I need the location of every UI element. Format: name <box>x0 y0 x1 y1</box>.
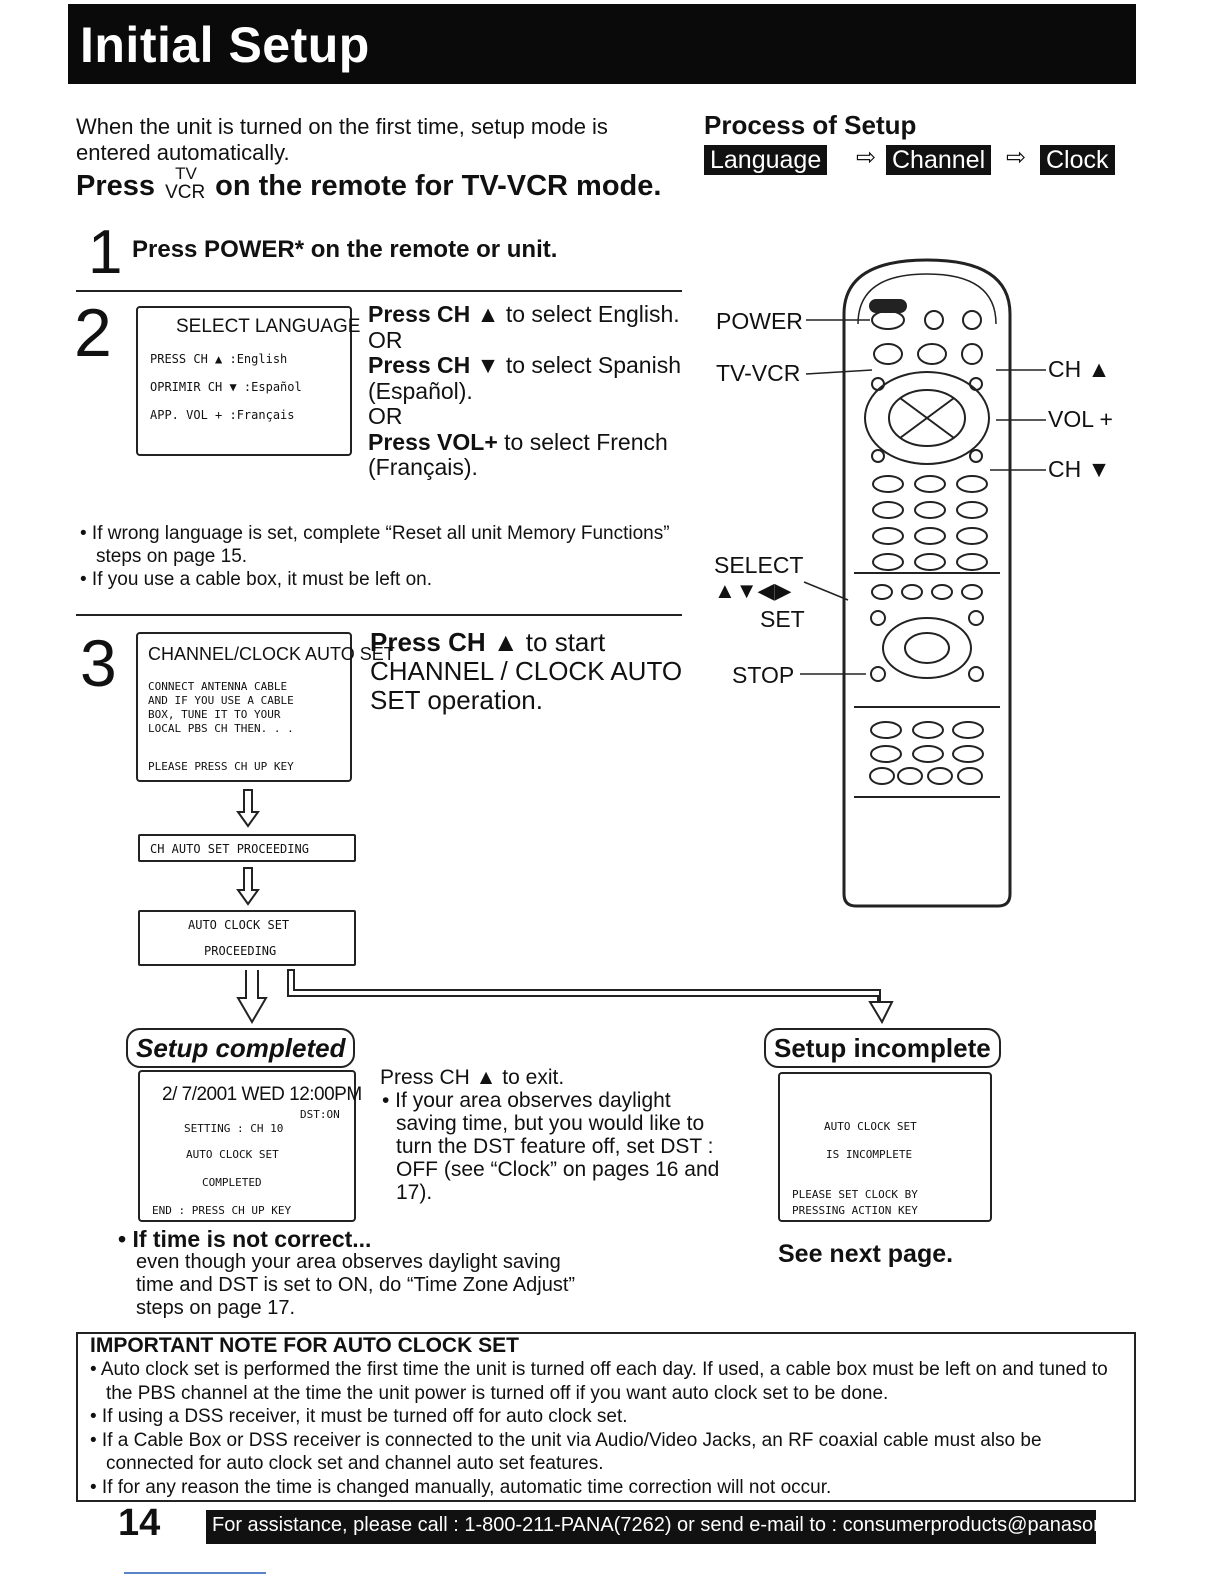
remote-control-illustration <box>842 258 1012 908</box>
osd-title: SELECT LANGUAGE <box>176 316 361 337</box>
osd-line: CH AUTO SET PROCEEDING <box>150 842 309 856</box>
or-text: OR <box>368 326 403 353</box>
footer-bar <box>206 1510 1096 1544</box>
divider <box>124 1572 266 1574</box>
not-correct-body: even though your area observes daylight … <box>136 1251 576 1319</box>
osd-line: COMPLETED <box>202 1176 262 1189</box>
channel-clock-osd-screen: CHANNEL/CLOCK AUTO SET CONNECT ANTENNA C… <box>136 632 395 782</box>
press-prefix: Press <box>76 170 156 202</box>
exit-text: Press CH ▲ to exit. <box>380 1066 565 1089</box>
process-step-clock: Clock <box>1040 145 1115 175</box>
tvvcr-glyph-bottom: VCR <box>165 182 206 204</box>
ch-auto-set-proceeding-screen: CH AUTO SET PROCEEDING <box>138 834 356 862</box>
remote-label-stop: STOP <box>732 662 795 688</box>
osd-line-french: APP. VOL + :Français <box>150 408 295 422</box>
press-suffix: on the remote for TV-VCR mode. <box>215 170 662 202</box>
remote-label-ch-down: CH ▼ <box>1048 456 1111 482</box>
remote-label-power: POWER <box>716 308 803 334</box>
list-item: • If using a DSS receiver, it must be tu… <box>90 1406 628 1427</box>
setup-incomplete-osd-screen: AUTO CLOCK SET IS INCOMPLETE PLEASE SET … <box>778 1072 992 1222</box>
osd-line: AUTO CLOCK SET <box>824 1120 917 1133</box>
divider <box>76 290 682 292</box>
or-text: OR <box>368 403 403 429</box>
step1-text: Press POWER* on the remote or unit. <box>132 236 558 263</box>
instr-ch-up: Press CH ▲ <box>370 627 519 657</box>
auto-clock-proceeding-screen: AUTO CLOCK SET PROCEEDING <box>138 910 356 966</box>
osd-line: LOCAL PBS CH THEN. . . <box>148 722 294 735</box>
osd-datetime: 2/ 7/2001 WED 12:00PM <box>162 1084 362 1105</box>
note-cable-box: • If you use a cable box, it must be lef… <box>80 569 433 590</box>
step-number-2: 2 <box>74 295 112 371</box>
see-next-page: See next page. <box>778 1240 954 1268</box>
osd-line: PLEASE PRESS CH UP KEY <box>148 760 294 773</box>
title-bar <box>68 4 1136 84</box>
assistance-text: For assistance, please call : 1-800-211-… <box>212 1514 1163 1536</box>
osd-line: AND IF YOU USE A CABLE <box>148 694 294 707</box>
remote-label-vol-plus: VOL + <box>1048 406 1113 432</box>
completed-instructions: Press CH ▲ to exit. • If your area obser… <box>380 1066 720 1204</box>
step-number-1: 1 <box>88 218 123 287</box>
osd-line: PRESSING ACTION KEY <box>792 1204 918 1217</box>
setup-incomplete-label: Setup incomplete <box>764 1028 1001 1068</box>
step3-instructions: Press CH ▲ to start CHANNEL / CLOCK AUTO… <box>370 628 690 715</box>
important-note-title: IMPORTANT NOTE FOR AUTO CLOCK SET <box>90 1334 519 1357</box>
page-title: Initial Setup <box>80 17 370 73</box>
remote-label-ch-up: CH ▲ <box>1048 356 1111 382</box>
page-number: 14 <box>118 1502 161 1544</box>
process-arrow-1: ⇨ <box>856 144 877 171</box>
osd-line: SETTING : CH 10 <box>184 1122 284 1135</box>
osd-line: PROCEEDING <box>204 944 277 958</box>
step2-notes: • If wrong language is set, complete “Re… <box>78 522 698 591</box>
osd-line: PLEASE SET CLOCK BY <box>792 1188 918 1201</box>
process-step-channel: Channel <box>886 145 992 175</box>
instr-ch-down-rest: to select Spanish (Español). <box>368 352 681 404</box>
process-title: Process of Setup <box>704 110 917 140</box>
osd-line-spanish: OPRIMIR CH ▼ :Español <box>150 380 302 394</box>
instr-ch-up-rest: to select English. <box>499 301 680 327</box>
osd-line-english: PRESS CH ▲ :English <box>150 352 288 366</box>
important-note-list: • Auto clock set is performed the first … <box>88 1358 1134 1499</box>
language-osd-screen: SELECT LANGUAGE PRESS CH ▲ :English OPRI… <box>136 306 360 456</box>
down-arrow-icon <box>236 867 260 906</box>
not-correct-title: • If time is not correct... <box>118 1226 372 1252</box>
process-arrow-2: ⇨ <box>1006 144 1027 171</box>
osd-line: AUTO CLOCK SET <box>186 1148 279 1161</box>
list-item: • If a Cable Box or DSS receiver is conn… <box>90 1429 1042 1475</box>
remote-label-tvvcr: TV-VCR <box>716 360 801 386</box>
dst-note: • If your area observes daylight saving … <box>382 1089 720 1204</box>
instr-ch-down: Press CH ▼ <box>368 352 500 378</box>
instr-rest: to start CHANNEL / CLOCK AUTO SET operat… <box>370 627 683 715</box>
process-step-language: Language <box>704 145 828 175</box>
note-wrong-language: • If wrong language is set, complete “Re… <box>80 523 670 567</box>
instr-vol-rest: to select French (Français). <box>368 428 668 480</box>
osd-line: END : PRESS CH UP KEY <box>152 1204 292 1217</box>
remote-label-set: SET <box>760 606 805 632</box>
list-item: • Auto clock set is performed the first … <box>90 1359 1108 1404</box>
tvvcr-glyph-top: TV <box>175 164 197 184</box>
osd-line: AUTO CLOCK SET <box>188 918 290 932</box>
important-note-box <box>76 1332 1136 1502</box>
setup-completed-osd-screen: 2/ 7/2001 WED 12:00PM DST:ON SETTING : C… <box>138 1070 362 1222</box>
down-arrow-icon <box>236 789 260 828</box>
osd-line: BOX, TUNE IT TO YOUR <box>148 708 281 721</box>
instr-ch-up: Press CH ▲ <box>368 301 500 327</box>
setup-completed-label: Setup completed <box>126 1028 356 1068</box>
remote-leader-lines <box>800 319 1046 675</box>
branch-arrows-icon <box>236 969 894 1025</box>
step-number-3: 3 <box>80 626 117 700</box>
instr-vol: Press VOL+ <box>368 428 498 455</box>
time-not-correct-note: • If time is not correct... even though … <box>118 1228 588 1320</box>
remote-label-select: SELECT <box>714 552 804 578</box>
osd-dst: DST:ON <box>300 1108 340 1121</box>
divider <box>76 614 682 616</box>
step2-instructions: Press CH ▲ to select English. OR Press C… <box>368 301 708 481</box>
osd-line: CONNECT ANTENNA CABLE <box>148 680 288 693</box>
intro-text: When the unit is turned on the first tim… <box>76 114 608 165</box>
list-item: • If for any reason the time is changed … <box>90 1476 832 1498</box>
osd-line: IS INCOMPLETE <box>826 1148 913 1161</box>
osd-title: CHANNEL/CLOCK AUTO SET <box>148 644 395 664</box>
remote-label-select-arrows: ▲▼◀▶ <box>714 578 792 603</box>
